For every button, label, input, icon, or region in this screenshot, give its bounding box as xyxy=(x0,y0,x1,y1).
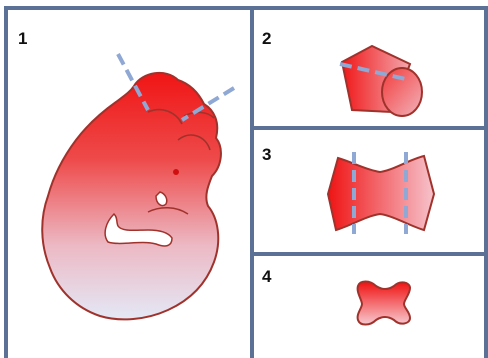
trimmed-explant-illustration xyxy=(358,282,410,325)
trimmed-explant-body xyxy=(358,282,410,325)
segment-cap xyxy=(382,68,422,116)
panel-1-label: 1 xyxy=(18,29,27,48)
embryo-body xyxy=(42,73,221,319)
embryo-illustration xyxy=(42,54,234,319)
eye-dot xyxy=(173,169,179,175)
panel-4-label: 4 xyxy=(262,267,272,286)
segment-illustration xyxy=(340,46,422,116)
panel-3-label: 3 xyxy=(262,145,271,164)
explant-illustration xyxy=(328,152,434,234)
explant-body xyxy=(328,156,434,230)
panel-2-label: 2 xyxy=(262,29,271,48)
